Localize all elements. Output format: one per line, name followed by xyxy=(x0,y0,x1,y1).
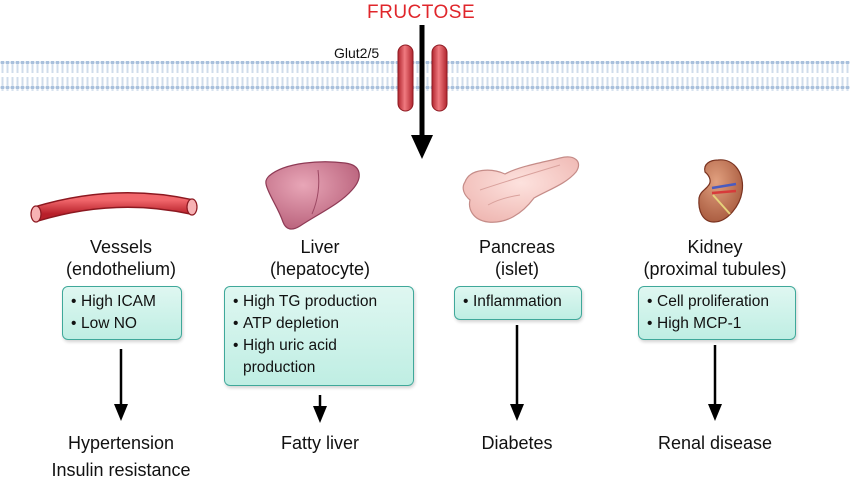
effects-box-liver: High TG production ATP depletion High ur… xyxy=(224,286,414,386)
organ-name: Pancreas xyxy=(478,237,556,257)
organ-heading-vessels: Vessels (endothelium) xyxy=(20,236,222,280)
organ-subtitle: (endothelium) xyxy=(65,259,177,279)
arrow-vessels xyxy=(114,349,128,421)
outcome-text: Renal disease xyxy=(657,433,773,453)
organ-heading-kidney: Kidney (proximal tubules) xyxy=(615,236,815,280)
outcome-kidney: Renal disease xyxy=(625,430,805,457)
outcome-vessels: Hypertension Insulin resistance xyxy=(0,430,242,484)
organ-name: Liver xyxy=(300,237,340,257)
effect-item: ATP depletion xyxy=(233,313,405,335)
effects-box-kidney: Cell proliferation High MCP-1 xyxy=(638,286,796,340)
organ-heading-liver: Liver (hepatocyte) xyxy=(220,236,420,280)
effects-box-vessels: High ICAM Low NO xyxy=(62,286,182,340)
effect-item: High TG production xyxy=(233,291,405,313)
arrow-pancreas xyxy=(510,325,524,421)
cell-membrane xyxy=(0,61,850,91)
organ-heading-pancreas: Pancreas (islet) xyxy=(427,236,607,280)
organ-subtitle: (islet) xyxy=(495,259,539,279)
outcome-text: Fatty liver xyxy=(280,433,359,453)
effect-item: High uric acid production xyxy=(233,335,383,379)
outcome-pancreas: Diabetes xyxy=(437,430,597,457)
organ-subtitle: (hepatocyte) xyxy=(269,259,371,279)
effect-item: Low NO xyxy=(71,313,173,335)
arrow-kidney xyxy=(708,345,722,421)
fructose-arrow xyxy=(411,25,433,159)
arrow-liver xyxy=(313,395,327,423)
outcome-text: Diabetes xyxy=(481,433,553,453)
blood-vessel-icon xyxy=(30,191,198,223)
organ-name: Kidney xyxy=(687,237,743,257)
fructose-label: FRUCTOSE xyxy=(367,2,476,23)
effect-item: High MCP-1 xyxy=(647,313,787,335)
effect-item: Cell proliferation xyxy=(647,291,787,313)
effect-item: Inflammation xyxy=(463,291,573,313)
outcome-text: Insulin resistance xyxy=(51,460,191,480)
transporter-label: Glut2/5 xyxy=(334,45,380,61)
liver-icon xyxy=(265,161,360,230)
effect-item: High ICAM xyxy=(71,291,173,313)
pancreas-icon xyxy=(462,156,580,223)
kidney-icon xyxy=(698,159,744,223)
organ-name: Vessels xyxy=(89,237,153,257)
organ-subtitle: (proximal tubules) xyxy=(643,259,787,279)
effects-box-pancreas: Inflammation xyxy=(454,286,582,320)
outcome-liver: Fatty liver xyxy=(220,430,420,457)
outcome-text: Hypertension xyxy=(67,433,175,453)
glut-channel-icon xyxy=(397,44,448,112)
